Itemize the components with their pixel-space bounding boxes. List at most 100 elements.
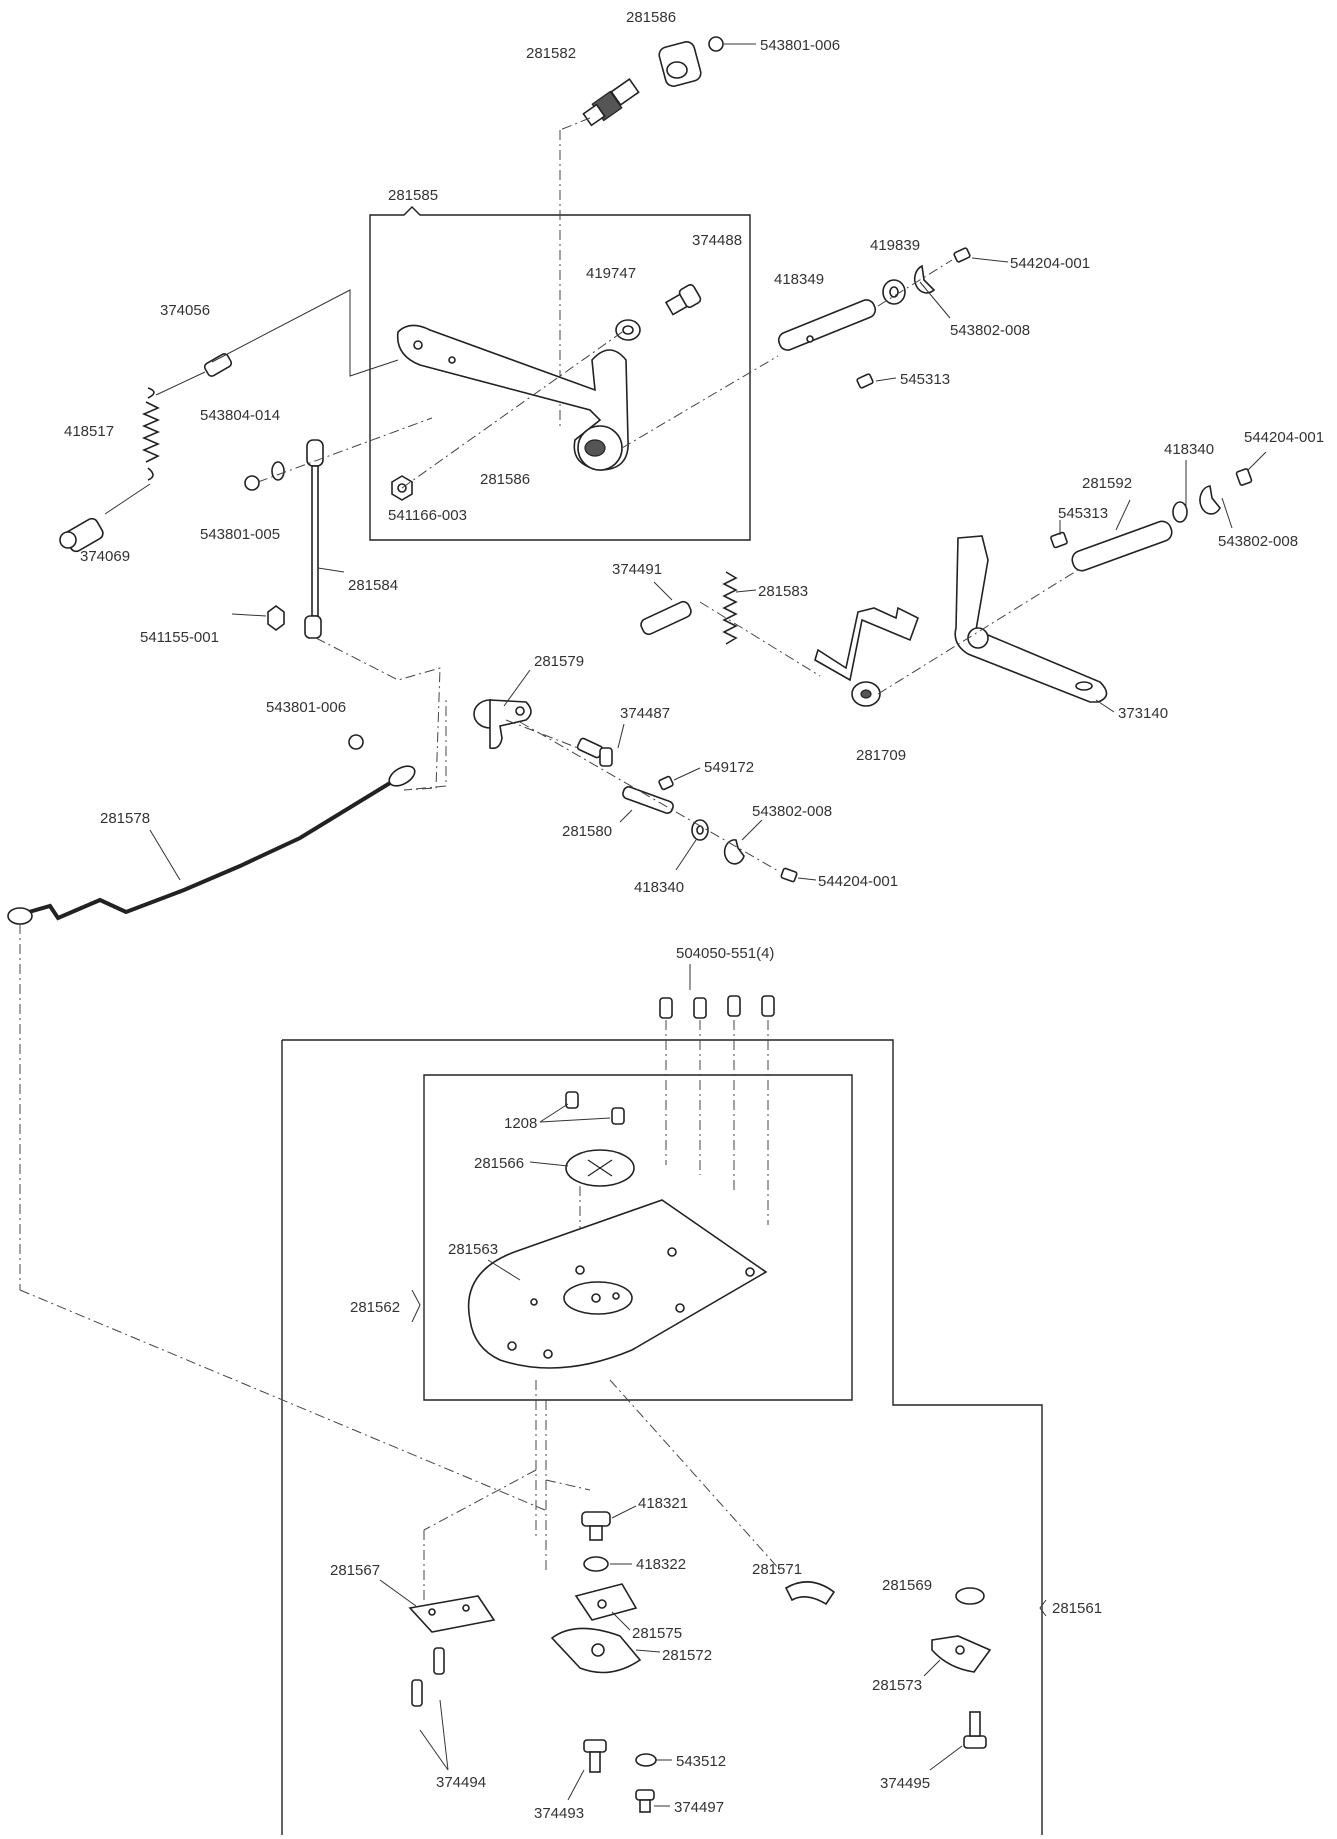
leader-line bbox=[635, 1649, 661, 1653]
screws-504050-551-part bbox=[659, 995, 775, 1019]
setscrew-544204-001-c-part bbox=[780, 867, 798, 883]
part-label-373140: 373140 bbox=[1118, 705, 1168, 722]
setscrew-545313-b-part bbox=[1050, 531, 1068, 549]
part-label-543802-008-b: 543802-008 bbox=[1218, 533, 1298, 550]
washer-418340-b-part bbox=[691, 819, 709, 841]
part-label-281578: 281578 bbox=[100, 810, 150, 827]
part-label-419839: 419839 bbox=[870, 237, 920, 254]
stud-374069-part bbox=[59, 517, 104, 553]
part-label-543801-006-b: 543801-006 bbox=[266, 699, 346, 716]
part-label-544204-001-b: 544204-001 bbox=[1244, 429, 1324, 446]
part-label-281586-top: 281586 bbox=[626, 9, 676, 26]
part-label-418340-a: 418340 bbox=[1164, 441, 1214, 458]
part-label-281575: 281575 bbox=[632, 1625, 682, 1642]
assembly-frame-281585 bbox=[369, 206, 751, 541]
part-label-281566: 281566 bbox=[474, 1155, 524, 1172]
leader-line bbox=[211, 289, 399, 377]
leader-line bbox=[1221, 497, 1233, 529]
spring-281583-part bbox=[722, 571, 738, 645]
part-label-281562: 281562 bbox=[350, 1299, 400, 1316]
disc-281566-part bbox=[565, 1149, 635, 1187]
setscrew-544204-001-a-part bbox=[953, 247, 971, 263]
centerline bbox=[621, 355, 779, 449]
part-label-281567: 281567 bbox=[330, 1562, 380, 1579]
screw-374495-part bbox=[963, 1711, 987, 1749]
part-label-281585: 281585 bbox=[388, 187, 438, 204]
part-label-374056: 374056 bbox=[160, 302, 210, 319]
e-ring-543801-006-top-part bbox=[708, 36, 724, 52]
e-ring-543801-006-b-part bbox=[348, 734, 364, 750]
part-label-543512: 543512 bbox=[676, 1753, 726, 1770]
leader-line bbox=[439, 1699, 449, 1771]
part-label-418349: 418349 bbox=[774, 271, 824, 288]
e-ring-543802-008-c-part bbox=[723, 839, 745, 865]
washer-418340-a-part bbox=[1172, 501, 1188, 523]
part-label-281579: 281579 bbox=[534, 653, 584, 670]
leader-line bbox=[741, 819, 763, 841]
plate-281571-part bbox=[784, 1581, 836, 1606]
pin-281580-part bbox=[622, 786, 674, 814]
washer-419839-part bbox=[882, 279, 906, 305]
part-label-543801-006-top: 543801-006 bbox=[760, 37, 840, 54]
part-label-544204-001-a: 544204-001 bbox=[1010, 255, 1090, 272]
part-label-418517: 418517 bbox=[64, 423, 114, 440]
screw-374497-part bbox=[635, 1789, 655, 1813]
leader-line bbox=[919, 281, 951, 319]
leader-line bbox=[539, 1117, 611, 1123]
leader-line bbox=[619, 809, 633, 823]
screw-374493-part bbox=[583, 1739, 607, 1773]
centerline bbox=[315, 637, 447, 791]
part-label-374488: 374488 bbox=[692, 232, 742, 249]
part-label-281592: 281592 bbox=[1082, 475, 1132, 492]
part-label-543804-014: 543804-014 bbox=[200, 407, 280, 424]
leader-line bbox=[149, 829, 181, 881]
part-label-418322: 418322 bbox=[636, 1556, 686, 1573]
leader-line bbox=[155, 371, 206, 396]
rod-281578-part bbox=[7, 765, 416, 925]
crank-281579-part bbox=[473, 699, 532, 750]
plate-281563-part bbox=[467, 1199, 768, 1369]
washer-543804-014-part bbox=[271, 461, 285, 481]
leader-line bbox=[797, 877, 817, 881]
screws-374494-part bbox=[411, 1647, 445, 1707]
leader-line bbox=[929, 1745, 963, 1771]
screws-1208-part bbox=[565, 1091, 625, 1125]
part-label-418321: 418321 bbox=[638, 1495, 688, 1512]
spring-418517-part bbox=[141, 387, 161, 481]
part-label-544204-001-c: 544204-001 bbox=[818, 873, 898, 890]
part-label-281563: 281563 bbox=[448, 1241, 498, 1258]
part-label-1208: 1208 bbox=[504, 1115, 537, 1132]
part-label-374487: 374487 bbox=[620, 705, 670, 722]
part-label-545313-b: 545313 bbox=[1058, 505, 1108, 522]
assembly-frame-281562 bbox=[423, 1074, 853, 1401]
leader-line bbox=[419, 1729, 449, 1771]
centerline bbox=[423, 1469, 537, 1531]
bracket-281709-part bbox=[814, 606, 919, 707]
washer-418322-part bbox=[583, 1556, 609, 1572]
screw-374488-part bbox=[664, 284, 702, 316]
plate-281572-part bbox=[550, 1627, 642, 1674]
pin-281592-part bbox=[1071, 520, 1173, 572]
leader-line bbox=[971, 257, 1009, 263]
part-label-419747: 419747 bbox=[586, 265, 636, 282]
part-label-541166-003: 541166-003 bbox=[388, 507, 467, 524]
leader-line bbox=[611, 1611, 631, 1631]
leader-line bbox=[653, 581, 673, 601]
assembly-frame-281561 bbox=[281, 1039, 1043, 1835]
leader-line bbox=[503, 669, 531, 707]
screw-374487-part bbox=[576, 737, 613, 767]
brace-281561 bbox=[1039, 1599, 1047, 1617]
part-label-541155-001: 541155-001 bbox=[140, 629, 219, 646]
leader-line bbox=[875, 377, 897, 382]
centerline bbox=[545, 1479, 591, 1491]
leader-line bbox=[1115, 499, 1131, 531]
part-label-504050-551: 504050-551(4) bbox=[676, 945, 774, 962]
leader-line bbox=[529, 1161, 569, 1167]
leader-line bbox=[1095, 699, 1115, 713]
centerline bbox=[19, 1289, 546, 1511]
centerline bbox=[401, 329, 626, 489]
leader-line bbox=[735, 589, 757, 593]
part-label-543802-008-a: 543802-008 bbox=[950, 322, 1030, 339]
stud-418321-part bbox=[581, 1511, 611, 1541]
